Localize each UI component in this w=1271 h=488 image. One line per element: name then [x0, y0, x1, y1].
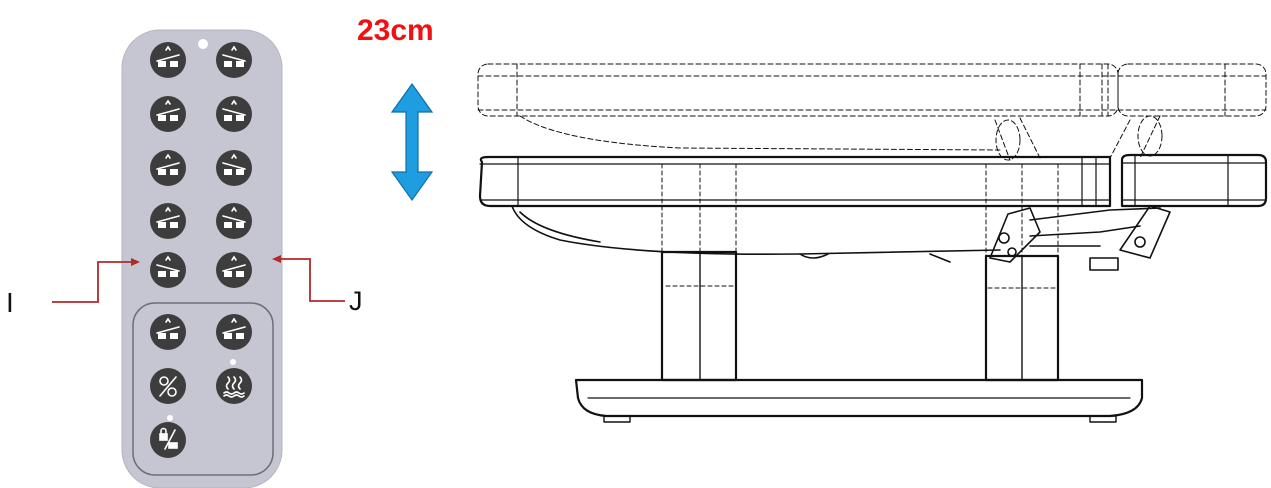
- remote-body: [121, 29, 283, 488]
- remote-button-tilt-back-up[interactable]: [150, 96, 186, 132]
- button-face: [216, 314, 252, 350]
- remote-button-tilt-back-down[interactable]: [216, 96, 252, 132]
- remote-button-backrest-up[interactable]: [150, 150, 186, 186]
- callout-j-line: [278, 258, 345, 302]
- leg-section-down-icon: [222, 206, 246, 228]
- table-shell: [511, 205, 1001, 263]
- remote-button-motor-off[interactable]: [150, 368, 186, 404]
- table-base: [574, 378, 1144, 423]
- button-face: [216, 150, 252, 186]
- backrest-down-icon: [222, 153, 246, 175]
- remote-button-height-up[interactable]: [216, 252, 252, 288]
- button-face: [216, 96, 252, 132]
- remote-button-leg-section-down[interactable]: [216, 203, 252, 239]
- leg-section-up-icon: [156, 206, 180, 228]
- button-face: [150, 96, 186, 132]
- callout-j: [272, 255, 345, 302]
- button-face: [150, 203, 186, 239]
- callout-label-i: I: [6, 287, 14, 318]
- button-face: [216, 368, 252, 404]
- backrest-up-icon: [156, 153, 180, 175]
- remote-button-grid: [150, 42, 252, 458]
- remote-button-height-down[interactable]: [150, 252, 186, 288]
- tilt-head-up-icon: [156, 45, 180, 67]
- button-face: [216, 42, 252, 78]
- remote-button-return-flat[interactable]: [216, 314, 252, 350]
- tilt-back-down-icon: [222, 99, 246, 121]
- tilt-back-up-icon: [156, 99, 180, 121]
- backrest-hinge: [989, 205, 1171, 271]
- memory-position-icon: [156, 317, 180, 339]
- remote-button-heating[interactable]: [216, 368, 252, 404]
- callout-i-line: [52, 261, 134, 303]
- raised-table-top-dashed: [477, 63, 1267, 161]
- indicator-dot-heat: [230, 359, 236, 365]
- callout-i: [52, 258, 140, 303]
- remote-button-leg-section-up[interactable]: [150, 203, 186, 239]
- button-face: [216, 203, 252, 239]
- remote-indicator-light: [198, 39, 208, 49]
- remote-button-tilt-head-up[interactable]: [150, 42, 186, 78]
- button-face: [150, 422, 186, 458]
- height-up-icon: [222, 255, 246, 277]
- button-face: [150, 252, 186, 288]
- remote-button-tilt-head-down[interactable]: [216, 42, 252, 78]
- massage-table-drawing: [477, 63, 1268, 423]
- height-down-icon: [156, 255, 180, 277]
- return-flat-icon: [222, 317, 246, 339]
- tilt-head-down-icon: [222, 45, 246, 67]
- motor-off-icon: [159, 376, 177, 397]
- callout-i-arrowhead: [131, 258, 140, 266]
- remote-button-lock[interactable]: [150, 422, 186, 458]
- remote-button-backrest-down[interactable]: [216, 150, 252, 186]
- height-travel-arrow: [390, 82, 434, 202]
- heating-icon: [223, 376, 245, 398]
- indicator-dot-lock: [167, 415, 173, 421]
- button-face: [216, 252, 252, 288]
- button-face: [150, 150, 186, 186]
- button-face: [150, 314, 186, 350]
- remote-button-memory-position[interactable]: [150, 314, 186, 350]
- button-face: [150, 42, 186, 78]
- remote-control: [121, 29, 283, 488]
- lock-icon: [159, 427, 178, 450]
- callout-j-arrowhead: [272, 255, 281, 263]
- callout-label-j: J: [349, 286, 363, 316]
- double-arrow-icon: [390, 82, 434, 202]
- remote-lower-panel: [132, 302, 274, 476]
- table-top: [478, 153, 1268, 208]
- height-travel-label: 23cm: [357, 14, 434, 47]
- table-legs: [660, 163, 1060, 382]
